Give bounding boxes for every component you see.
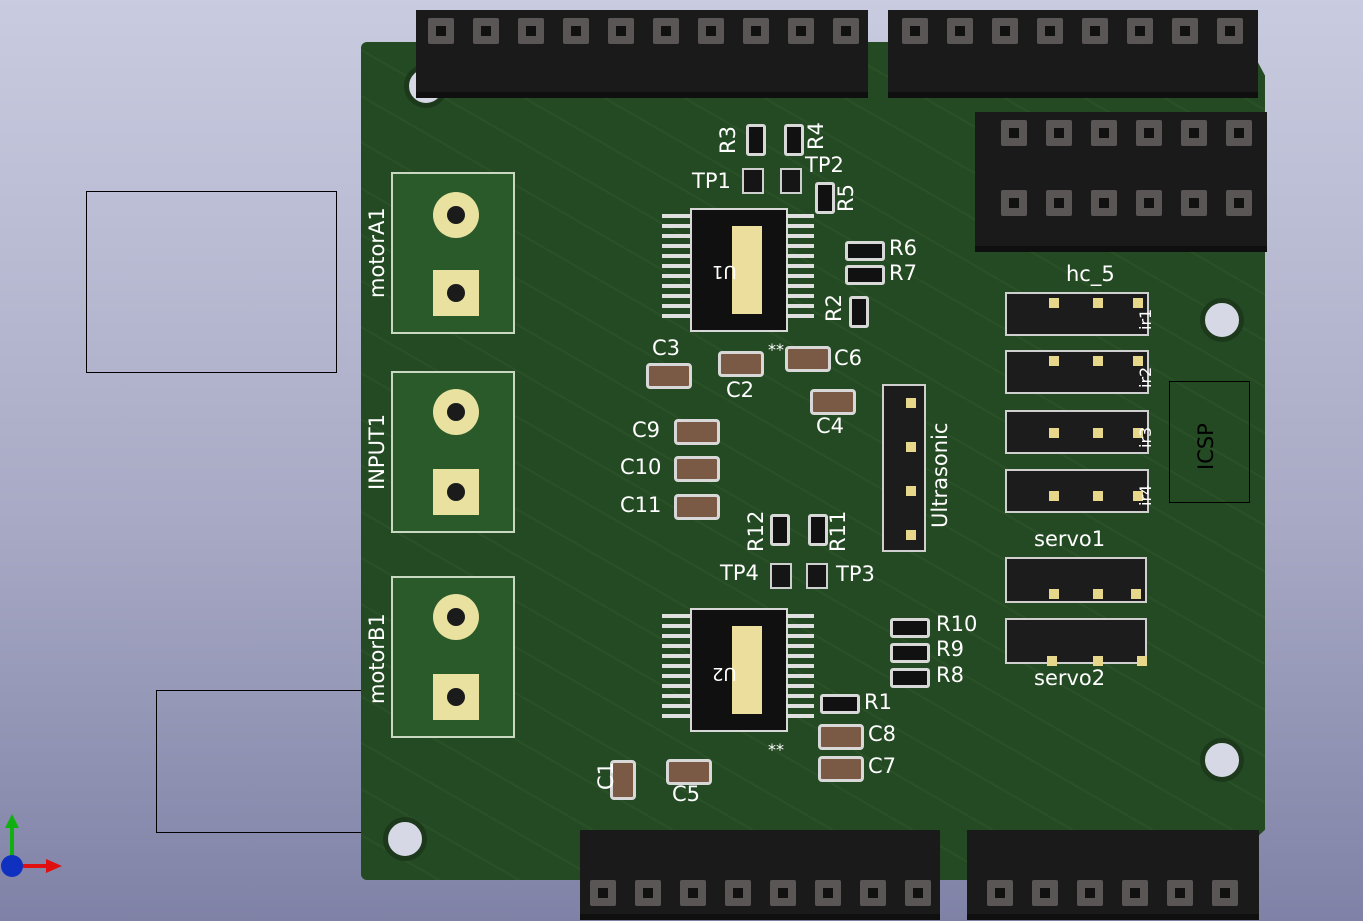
testpoint-tp3[interactable] — [806, 563, 828, 589]
arduino-header-top-left — [416, 10, 868, 92]
terminal-motorA1[interactable] — [391, 172, 515, 334]
header-ultrasonic[interactable] — [882, 384, 926, 552]
header-servo2[interactable] — [1005, 618, 1147, 666]
resistor-r6[interactable] — [845, 241, 885, 261]
label-c1: C1 — [594, 761, 618, 790]
label-c3: C3 — [652, 336, 681, 360]
capacitor-c5[interactable] — [666, 759, 712, 785]
resistor-r2[interactable] — [849, 296, 869, 328]
axis-gizmo — [1, 814, 62, 877]
label-c4: C4 — [816, 414, 845, 438]
capacitor-c3[interactable] — [646, 363, 692, 389]
label-servo1: servo1 — [1034, 527, 1106, 551]
header-servo1[interactable] — [1005, 557, 1147, 603]
resistor-r10[interactable] — [890, 618, 930, 638]
dc-jack-outline-top — [86, 191, 337, 373]
label-r9: R9 — [936, 637, 964, 661]
label-input1: INPUT1 — [365, 413, 389, 490]
terminal-input1[interactable] — [391, 371, 515, 533]
label-c10: C10 — [620, 455, 662, 479]
label-r5: R5 — [834, 184, 858, 212]
ic-u2[interactable] — [690, 608, 788, 732]
label-r6: R6 — [889, 236, 917, 260]
resistor-r1[interactable] — [820, 694, 860, 714]
arduino-header-bottom-left — [580, 830, 940, 914]
label-ir3: ir3 — [1136, 426, 1155, 448]
resistor-r12[interactable] — [770, 514, 790, 546]
label-tp2: TP2 — [805, 153, 844, 177]
capacitor-c6[interactable] — [785, 346, 831, 372]
dc-jack-outline-bottom — [156, 690, 368, 833]
mounting-hole — [1200, 298, 1244, 342]
label-tp4: TP4 — [720, 561, 759, 585]
capacitor-c2[interactable] — [718, 351, 764, 377]
header-right-row1 — [975, 112, 1267, 182]
header-right-row2 — [975, 182, 1267, 246]
label-r7: R7 — [889, 261, 917, 285]
resistor-r8[interactable] — [890, 668, 930, 688]
label-c7: C7 — [868, 754, 897, 778]
label-r12: R12 — [744, 510, 768, 552]
resistor-r7[interactable] — [845, 265, 885, 285]
label-ir2: ir2 — [1136, 366, 1155, 388]
capacitor-c11[interactable] — [674, 494, 720, 520]
resistor-r4[interactable] — [784, 124, 804, 156]
label-u1: U1 — [712, 261, 737, 282]
label-r10: R10 — [936, 612, 978, 636]
arduino-header-top-right — [888, 10, 1258, 92]
label-c8: C8 — [868, 722, 897, 746]
label-u2: U2 — [712, 663, 737, 684]
label-c11: C11 — [620, 493, 662, 517]
label-tp1: TP1 — [692, 169, 731, 193]
label-ir1: ir1 — [1136, 308, 1155, 330]
header-ir3[interactable] — [1005, 410, 1149, 454]
label-tp3: TP3 — [836, 562, 875, 586]
label-servo2: servo2 — [1034, 666, 1106, 690]
header-ir1[interactable] — [1005, 292, 1149, 336]
label-c5: C5 — [672, 782, 701, 806]
label-motorA1: motorA1 — [365, 207, 389, 298]
capacitor-c9[interactable] — [674, 419, 720, 445]
label-ultrasonic: Ultrasonic — [928, 422, 952, 528]
testpoint-tp2[interactable] — [780, 168, 802, 194]
terminal-motorB1[interactable] — [391, 576, 515, 738]
pin1-mark-u2: ** — [768, 740, 784, 759]
label-c6: C6 — [834, 346, 863, 370]
resistor-r9[interactable] — [890, 643, 930, 663]
label-r11: R11 — [826, 510, 850, 552]
label-ir4: ir4 — [1136, 484, 1155, 506]
label-icsp: ICSP — [1194, 423, 1218, 470]
label-r1: R1 — [864, 690, 892, 714]
label-motorB1: motorB1 — [365, 613, 389, 704]
capacitor-c7[interactable] — [818, 756, 864, 782]
pin1-mark-u1: ** — [768, 340, 784, 359]
axis-z-icon — [1, 855, 23, 877]
icsp-outline — [1169, 381, 1250, 503]
capacitor-c8[interactable] — [818, 724, 864, 750]
resistor-r11[interactable] — [808, 514, 828, 546]
label-r3: R3 — [716, 126, 740, 154]
label-c9: C9 — [632, 418, 661, 442]
arduino-header-bottom-right — [967, 830, 1259, 914]
header-ir2[interactable] — [1005, 350, 1149, 394]
label-r8: R8 — [936, 663, 964, 687]
capacitor-c4[interactable] — [810, 389, 856, 415]
capacitor-c1[interactable] — [610, 760, 636, 800]
resistor-r5[interactable] — [815, 182, 835, 214]
label-hc5: hc_5 — [1066, 262, 1115, 286]
mounting-hole — [383, 817, 427, 861]
capacitor-c10[interactable] — [674, 456, 720, 482]
testpoint-tp1[interactable] — [742, 168, 764, 194]
resistor-r3[interactable] — [746, 124, 766, 156]
header-ir4[interactable] — [1005, 469, 1149, 513]
label-r4: R4 — [804, 122, 828, 150]
label-c2: C2 — [726, 378, 755, 402]
label-r2: R2 — [822, 294, 846, 322]
testpoint-tp4[interactable] — [770, 563, 792, 589]
mounting-hole — [1200, 738, 1244, 782]
ic-u1[interactable] — [690, 208, 788, 332]
